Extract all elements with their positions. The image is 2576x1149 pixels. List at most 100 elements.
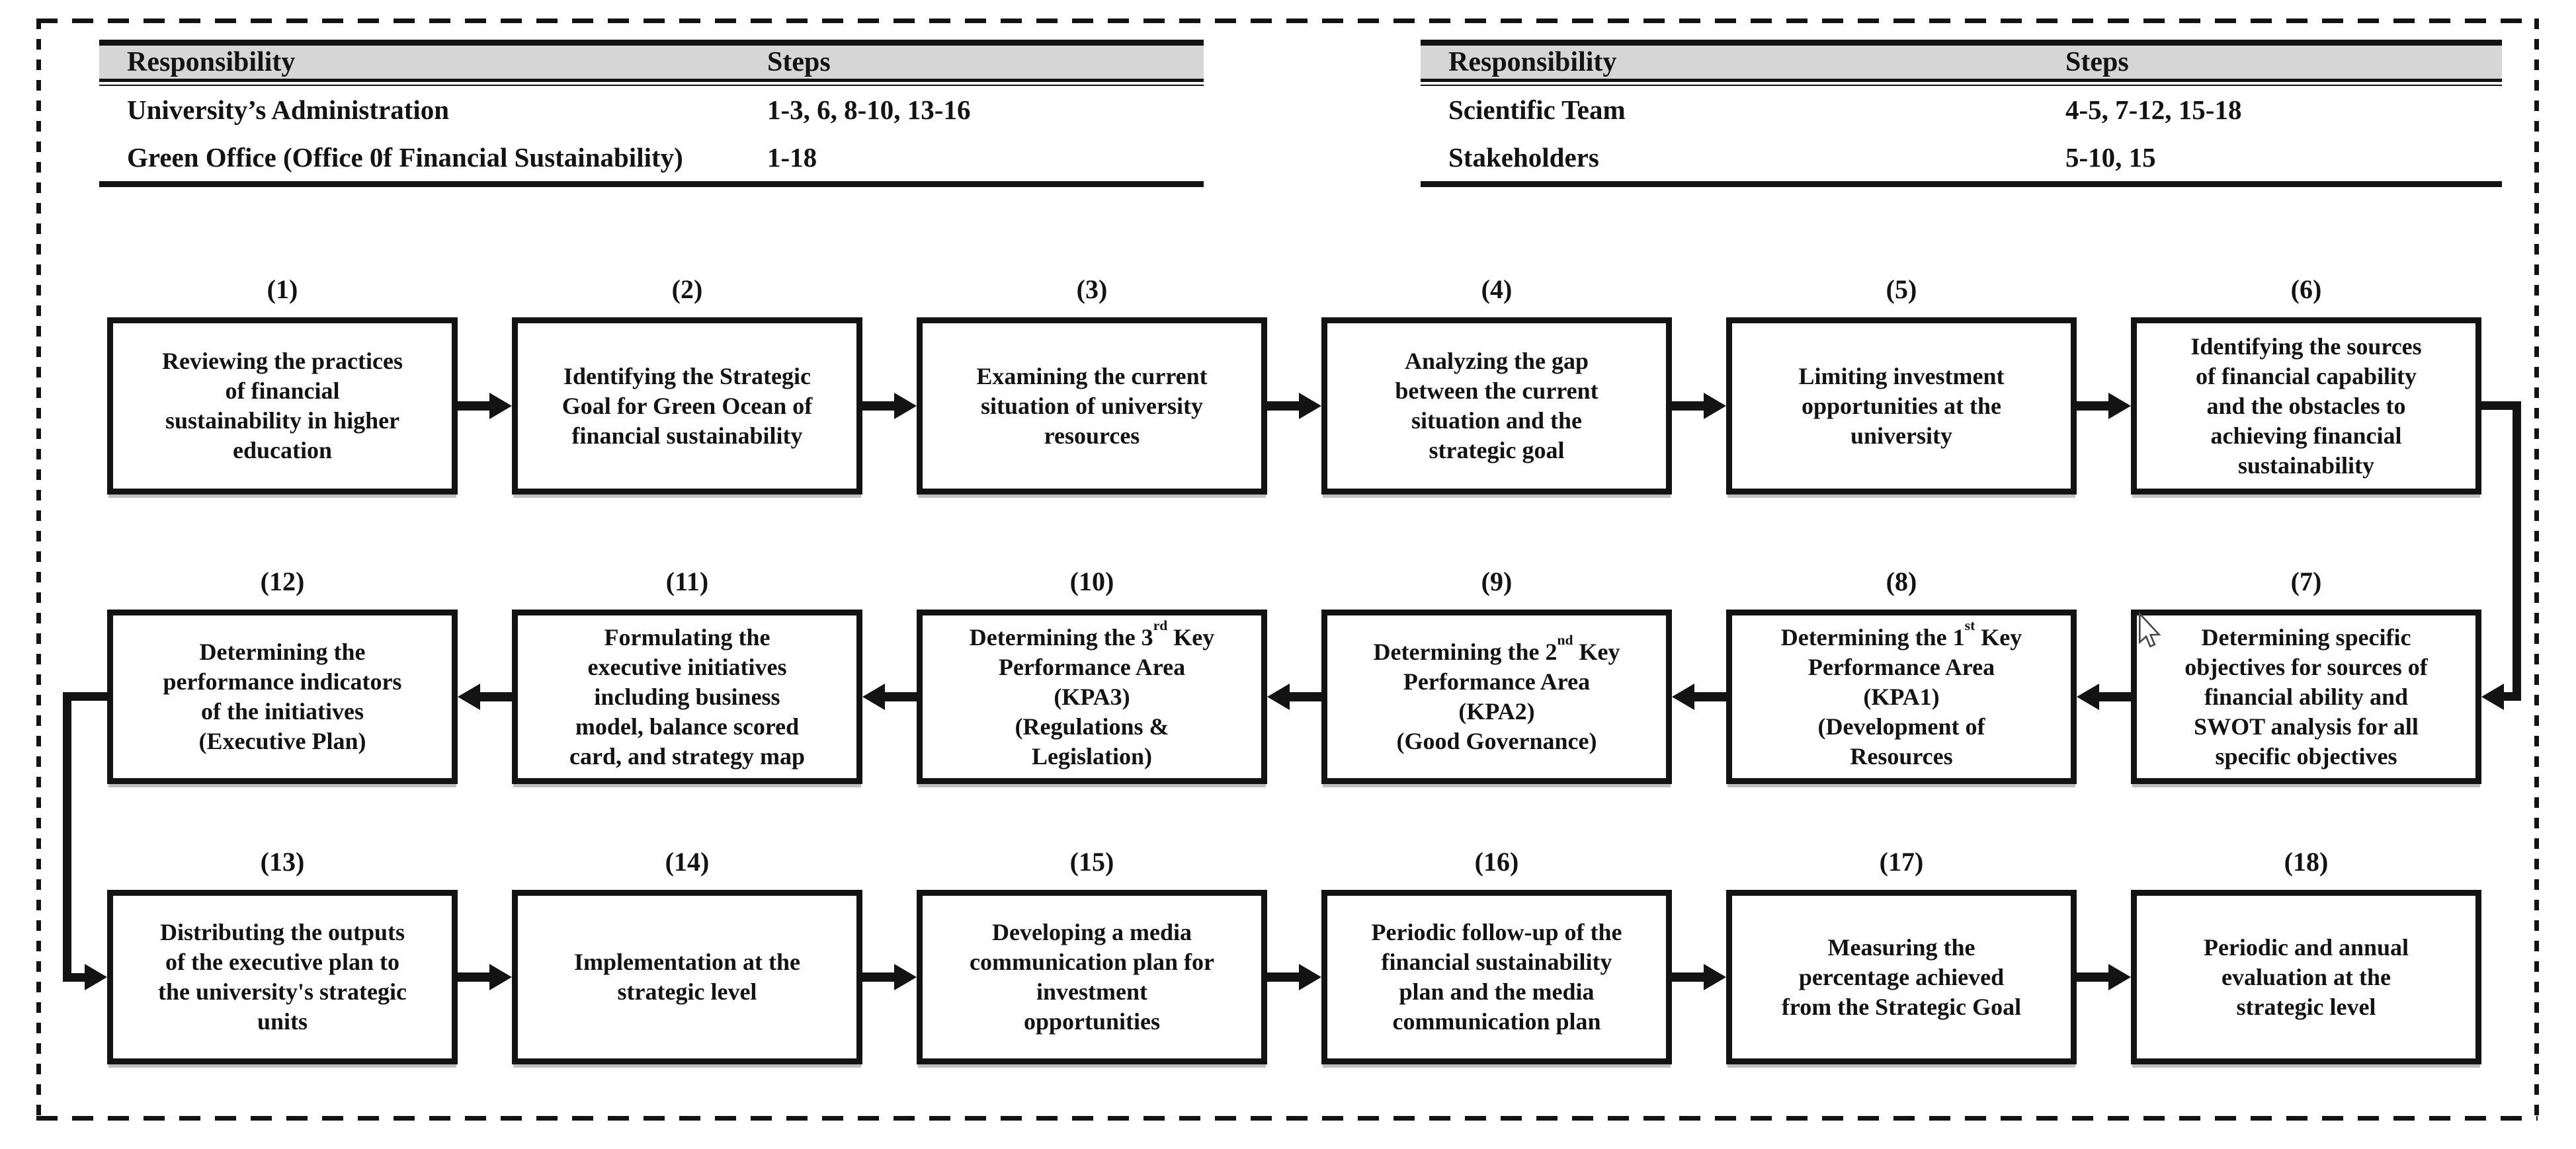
step-text-line: between the current <box>1395 377 1599 404</box>
flow-arrow-icon <box>1672 393 1726 419</box>
step-text-line: Implementation at the <box>574 949 800 975</box>
step-text-line: Examining the current <box>976 362 1208 389</box>
step-number-17: (17) <box>1879 847 1924 877</box>
step-text-line: education <box>232 437 332 463</box>
step-text-line: university <box>1850 422 1952 449</box>
step-text-line: financial sustainability <box>571 422 803 449</box>
steps-cell: 1-3, 6, 8-10, 13-16 <box>767 95 971 125</box>
step-text-line: percentage achieved <box>1798 963 2005 990</box>
step-text-line: sustainability in higher <box>165 407 400 434</box>
step-text-line: Resources <box>1850 742 1953 770</box>
step-number-6: (6) <box>2290 274 2322 304</box>
step-text-line: from the Strategic Goal <box>1781 993 2022 1020</box>
step-text-line: specific objectives <box>2215 742 2397 770</box>
connector-6-7-arrowhead <box>2481 684 2504 710</box>
responsibility-cell: Stakeholders <box>1448 142 1599 173</box>
step-text-line: (Good Governance) <box>1396 728 1597 754</box>
step-text-line: Identifying the Strategic <box>563 362 811 389</box>
table-row: Green Office (Office 0f Financial Sustai… <box>99 134 1204 181</box>
table-header-divider <box>99 82 1204 85</box>
step-number-10: (10) <box>1069 567 1114 596</box>
arrow-head <box>2108 393 2131 419</box>
steps-cell: 1-18 <box>767 142 817 173</box>
step-text-line: Periodic and annual <box>2203 933 2409 961</box>
step-text-line: (Regulations & <box>1015 713 1169 740</box>
step-text-line: (Executive Plan) <box>198 728 366 754</box>
arrow-head <box>1299 964 1321 990</box>
step-text-line: Limiting investment <box>1798 362 2005 389</box>
step-text-line: (Development of <box>1817 713 1985 740</box>
step-text-line: resources <box>1044 422 1140 449</box>
dashed-border-top <box>36 19 2538 23</box>
step-text-line: Determining specific <box>2201 623 2411 651</box>
arrow-head <box>458 684 480 710</box>
steps-cell: 5-10, 15 <box>2065 142 2156 173</box>
step-number-9: (9) <box>1481 567 1513 596</box>
step-number-3: (3) <box>1076 274 1108 304</box>
flow-arrow-icon <box>862 393 917 419</box>
step-text-line: Formulating the <box>604 623 770 651</box>
arrow-head <box>862 684 885 710</box>
step-number-1: (1) <box>267 274 298 304</box>
table-header-steps: Steps <box>767 47 831 77</box>
step-number-4: (4) <box>1481 274 1513 304</box>
step-text-line: Performance Area <box>998 653 1186 680</box>
connector-12-13-segment <box>63 692 107 701</box>
step-text-line: strategic goal <box>1429 437 1565 463</box>
step-text-line: financial ability and <box>2204 683 2409 710</box>
step-text-line: Determining the <box>199 639 366 665</box>
step-text-line: Reviewing the practices <box>162 348 403 374</box>
connector-6-7-segment <box>2513 401 2521 701</box>
step-text-line: strategic level <box>2236 993 2376 1020</box>
step-box-5: Limiting investment opportunities at the u… <box>1726 317 2077 495</box>
step-text-line: including business <box>594 683 780 710</box>
step-number-18: (18) <box>2284 847 2329 877</box>
step-text-line: financial sustainability <box>1381 949 1612 975</box>
step-text-line: objectives for sources of <box>2184 653 2428 680</box>
step-text-line: card, and strategy map <box>569 742 805 770</box>
flow-arrow-icon <box>1267 393 1321 419</box>
step-text-line: opportunities at the <box>1801 392 2001 419</box>
step-text-line: units <box>257 1008 308 1035</box>
flow-arrow-icon <box>1267 964 1321 990</box>
step-text-line: Analyzing the gap <box>1404 348 1589 374</box>
arrow-shaft <box>1267 401 1300 411</box>
arrow-shaft <box>1672 401 1704 411</box>
step-text-line: sustainability <box>2237 452 2375 479</box>
step-text-line: Goal for Green Ocean of <box>561 392 813 419</box>
step-number-14: (14) <box>665 847 710 877</box>
connector-12-13-segment <box>63 973 85 982</box>
arrow-shaft <box>2077 972 2109 982</box>
step-text-line: situation and the <box>1411 407 1583 434</box>
table-header-steps: Steps <box>2065 47 2129 77</box>
step-text-line: Performance Area <box>1403 668 1591 695</box>
step-box-4: Analyzing the gap between the current situ… <box>1321 317 1672 495</box>
step-text-line: Developing a media <box>992 919 1192 945</box>
step-text-line: Performance Area <box>1807 653 1995 680</box>
arrow-head <box>1672 684 1694 710</box>
arrow-shaft <box>1289 692 1321 701</box>
flow-arrow-icon <box>2077 964 2131 990</box>
